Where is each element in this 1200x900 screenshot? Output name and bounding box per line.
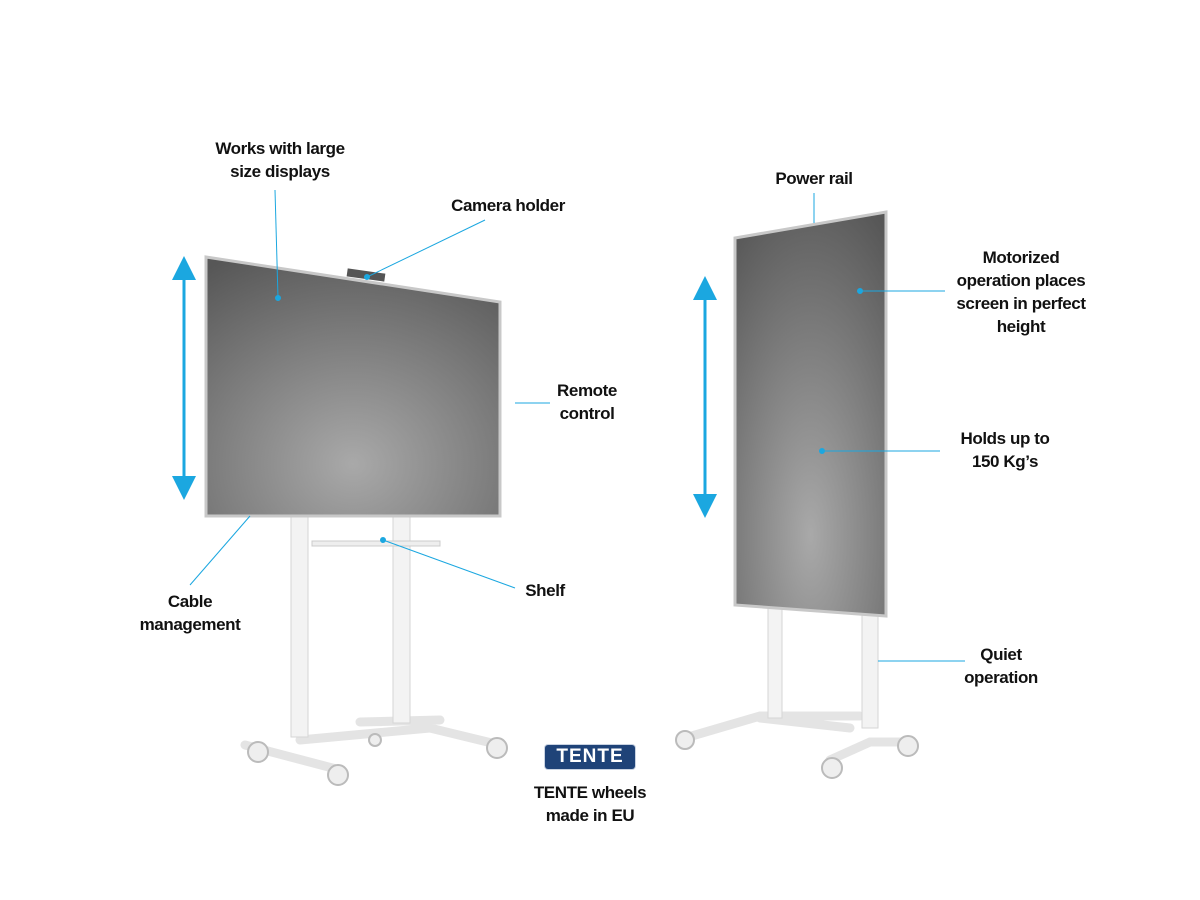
label-line: Motorized — [982, 248, 1060, 267]
landscape-stand — [204, 255, 508, 786]
label-line: Holds up to — [960, 429, 1050, 448]
label-line: operation — [964, 668, 1038, 687]
label-camera-holder: Camera holder — [451, 194, 565, 217]
label-tente-wheels: TENTE wheels made in EU — [533, 781, 647, 827]
label-line: screen in perfect — [956, 294, 1086, 313]
label-shelf: Shelf — [525, 579, 565, 602]
portrait-stand — [675, 210, 919, 779]
label-line: control — [559, 404, 615, 423]
label-line: Works with large — [215, 139, 345, 158]
label-line: Shelf — [525, 581, 565, 600]
label-large-displays: Works with large size displays — [215, 137, 345, 183]
label-line: size displays — [230, 162, 330, 181]
label-line: made in EU — [545, 806, 635, 825]
label-line: Remote — [557, 381, 617, 400]
label-line: Power rail — [775, 169, 853, 188]
label-cable-management: Cable management — [140, 590, 241, 636]
label-motorized: Motorized operation places screen in perfe… — [956, 246, 1086, 338]
label-quiet: Quiet operation — [964, 643, 1038, 689]
label-line: management — [139, 615, 241, 634]
label-line: Cable — [167, 592, 213, 611]
label-line: 150 Kg’s — [971, 452, 1039, 471]
label-holds: Holds up to 150 Kg’s — [960, 427, 1049, 473]
label-remote-control: Remote control — [557, 379, 617, 425]
label-line: height — [996, 317, 1046, 336]
label-line: Camera holder — [451, 196, 565, 215]
label-power-rail: Power rail — [775, 167, 853, 190]
callout-lines — [189, 189, 965, 662]
label-line: TENTE wheels — [533, 783, 647, 802]
tente-logo: TENTE — [545, 745, 635, 769]
label-line: Quiet — [980, 645, 1022, 664]
label-line: operation places — [956, 271, 1086, 290]
